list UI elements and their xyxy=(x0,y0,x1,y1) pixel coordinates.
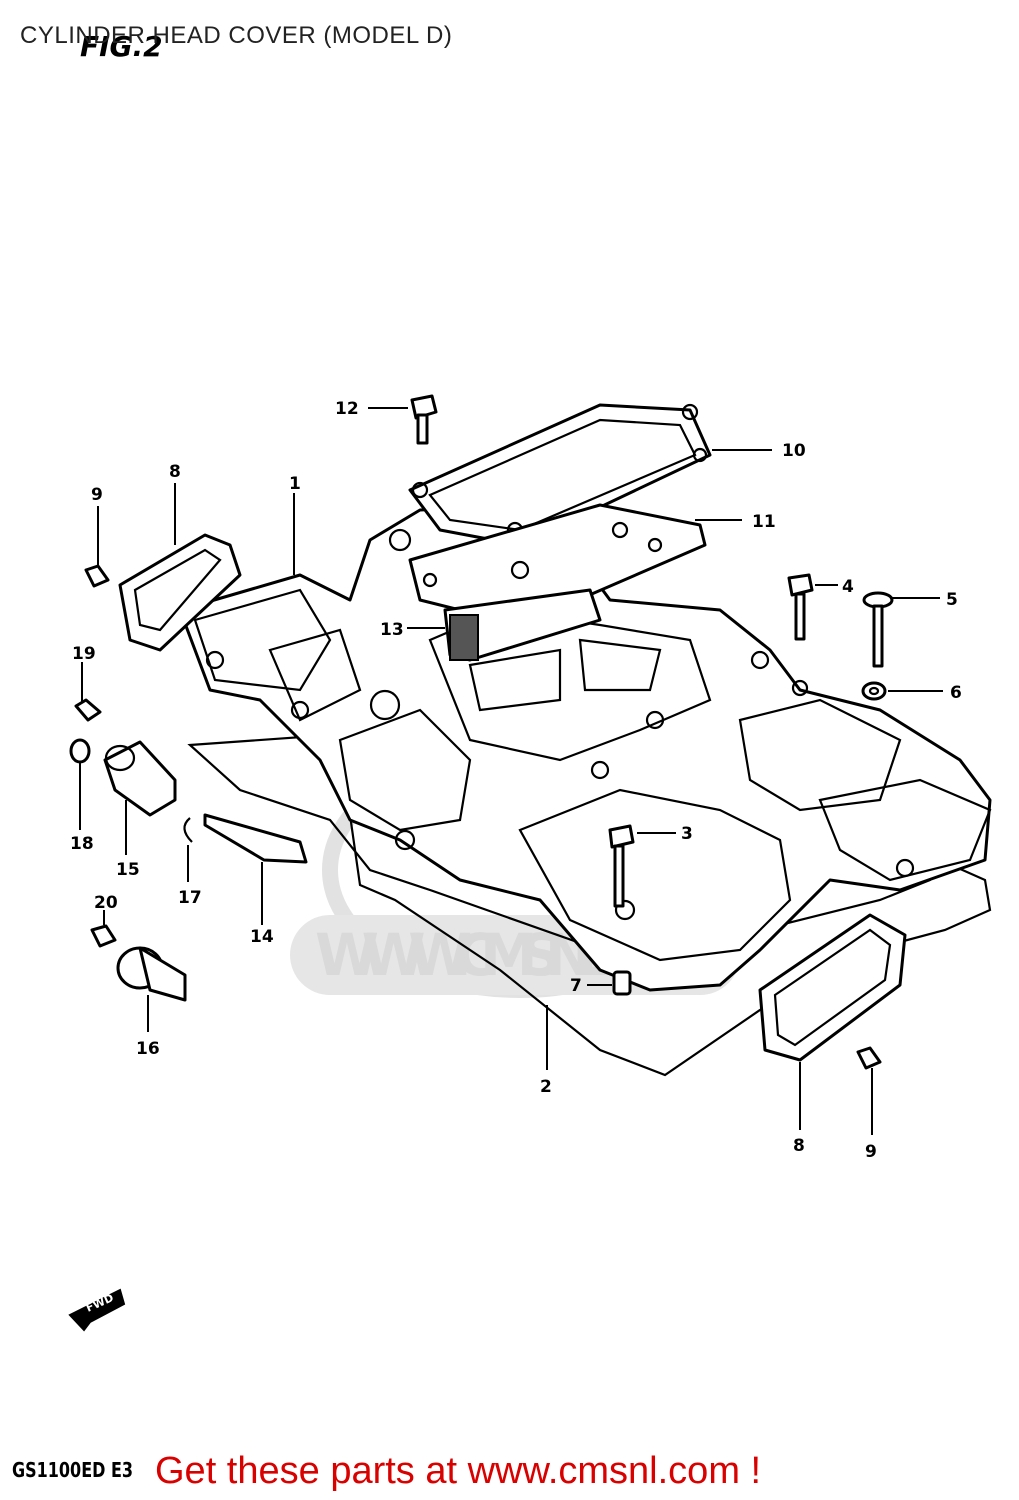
model-code: GS1100ED E3 xyxy=(12,1458,134,1482)
callout-18: 18 xyxy=(70,834,94,854)
plug-16 xyxy=(116,946,187,1002)
breather-filter xyxy=(443,588,602,662)
bolt-4 xyxy=(787,573,814,641)
forward-direction-marker: FWD xyxy=(68,1288,126,1332)
bolt-3 xyxy=(608,824,635,908)
callout-11: 11 xyxy=(752,512,776,532)
callout-20: 20 xyxy=(94,893,118,913)
screw-9-left xyxy=(84,564,110,588)
shop-link-text[interactable]: Get these parts at www.cmsnl.com ! xyxy=(155,1450,762,1492)
breather-cover xyxy=(408,403,712,547)
callout-7: 7 xyxy=(570,976,582,996)
callout-15: 15 xyxy=(116,860,140,880)
callout-8-right: 8 xyxy=(793,1136,805,1156)
callout-12: 12 xyxy=(335,399,359,419)
callout-6: 6 xyxy=(950,683,962,703)
end-cap-right xyxy=(758,913,907,1062)
screw-20 xyxy=(90,924,117,948)
plug-15 xyxy=(103,740,177,817)
oring-18 xyxy=(69,738,91,764)
callout-9-right: 9 xyxy=(865,1142,877,1162)
callout-10: 10 xyxy=(782,441,806,461)
callout-14: 14 xyxy=(250,927,274,947)
breather-gasket xyxy=(408,503,707,627)
callout-19: 19 xyxy=(72,644,96,664)
screw-19 xyxy=(74,698,102,722)
page-title: CYLINDER HEAD COVER (MODEL D) xyxy=(20,22,453,49)
callout-9-left: 9 xyxy=(91,485,103,505)
washer-6 xyxy=(861,681,887,701)
bolt-12 xyxy=(410,394,438,445)
figure-label: FIG.2 xyxy=(80,30,163,63)
head-cover-gasket xyxy=(187,733,992,1077)
callout-17: 17 xyxy=(178,888,202,908)
clip-17 xyxy=(183,817,193,843)
callout-numbers: 12 10 11 4 5 6 3 7 13 8 1 9 19 18 15 17 … xyxy=(70,399,962,1162)
callout-3: 3 xyxy=(681,824,693,844)
callout-1: 1 xyxy=(289,474,301,494)
callout-8-left: 8 xyxy=(169,462,181,482)
pipe-14 xyxy=(203,813,308,864)
screw-9-right xyxy=(856,1046,882,1070)
callout-5: 5 xyxy=(946,590,958,610)
dowel-7 xyxy=(612,970,632,996)
callout-16: 16 xyxy=(136,1039,160,1059)
bolt-5 xyxy=(862,591,894,668)
callout-2: 2 xyxy=(540,1077,552,1097)
callout-13: 13 xyxy=(380,620,404,640)
callout-4: 4 xyxy=(842,577,854,597)
leader-lines xyxy=(79,407,943,1135)
end-cap-left xyxy=(118,533,242,652)
